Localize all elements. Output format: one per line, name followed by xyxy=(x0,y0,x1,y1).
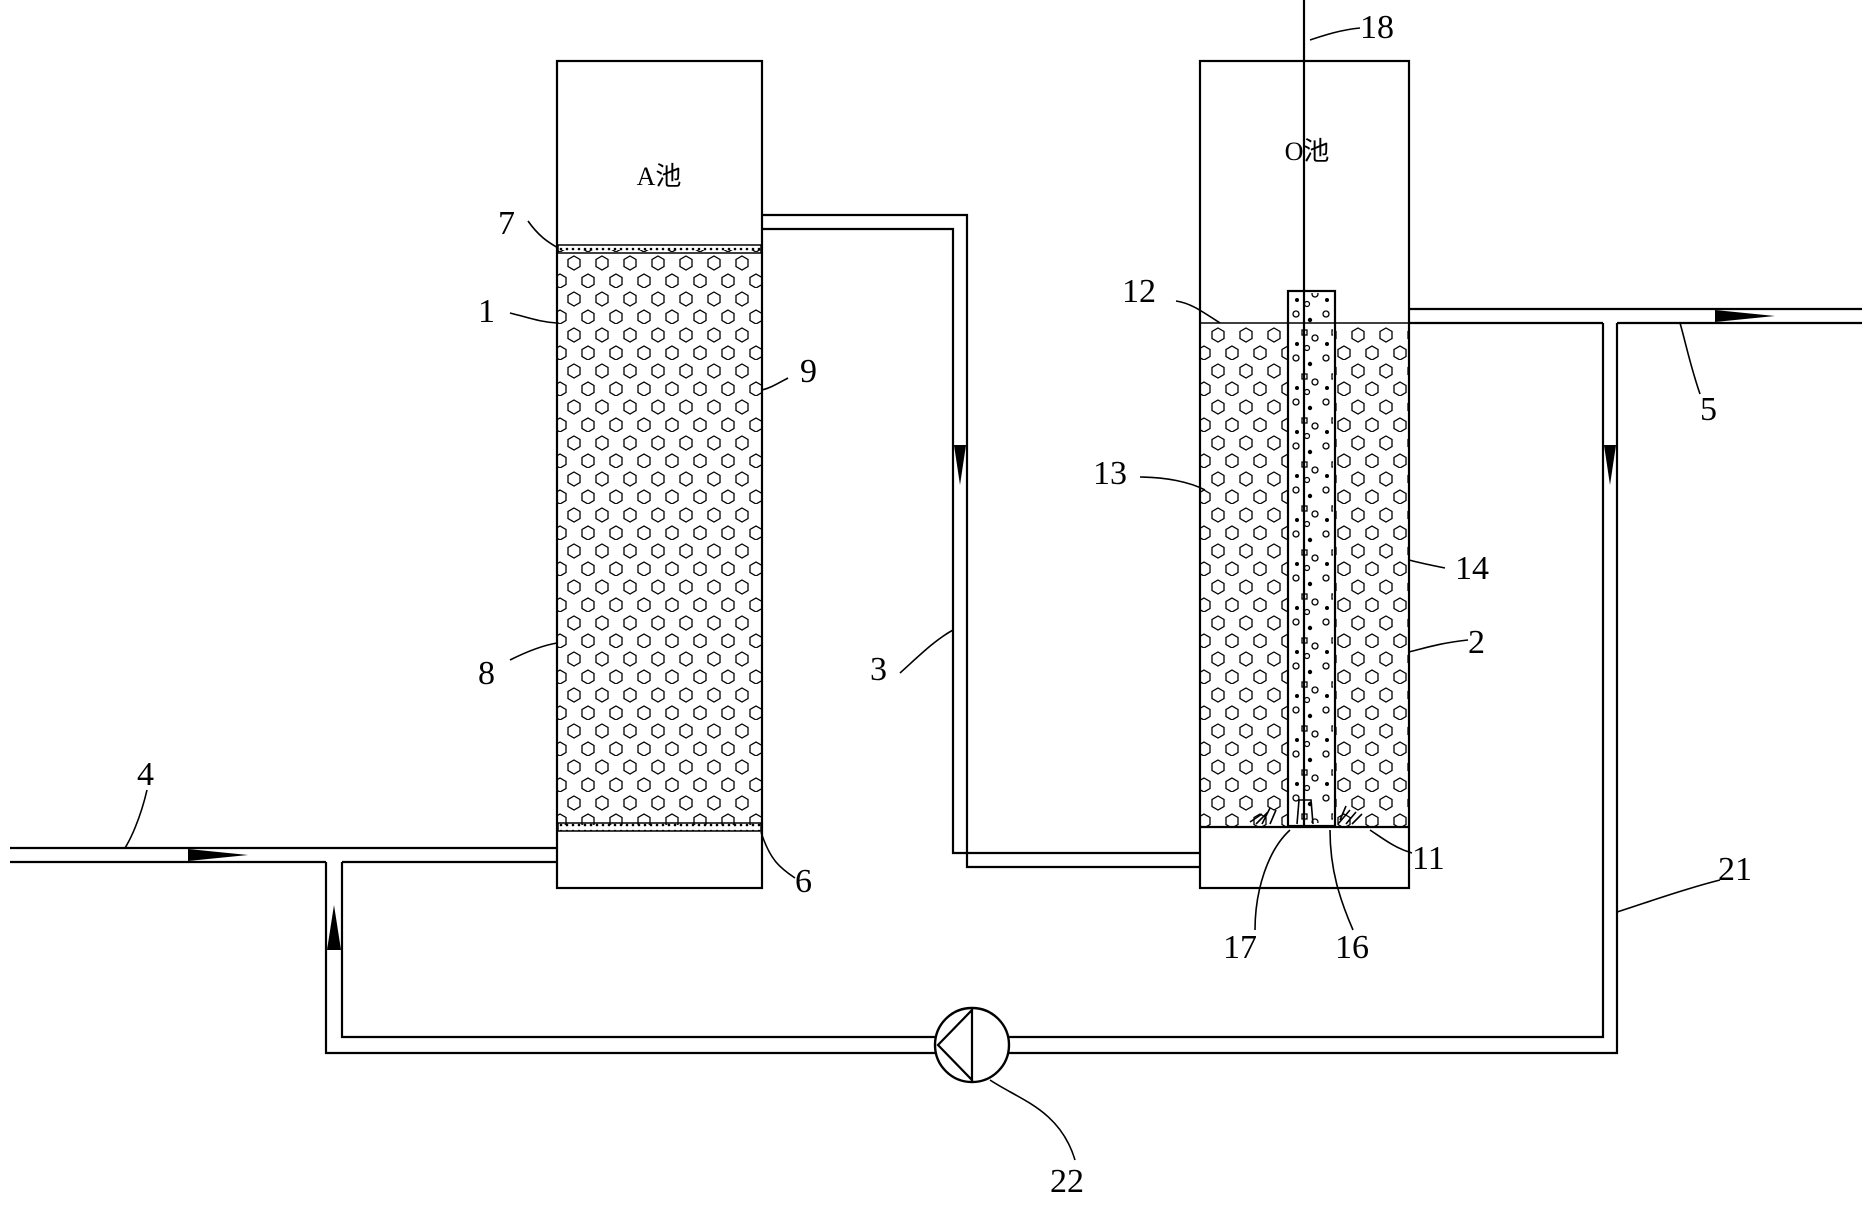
o-tank-label: O池 xyxy=(1285,137,1330,166)
aeration-bubbles xyxy=(1290,293,1333,823)
callout-2: 2 xyxy=(1468,624,1485,661)
callout-21: 21 xyxy=(1718,851,1752,888)
flow-arrow-recycle-up-icon xyxy=(327,905,341,950)
leader-lines xyxy=(124,27,1721,1161)
callout-17: 17 xyxy=(1223,929,1257,966)
flow-arrow-transfer-icon xyxy=(954,445,966,485)
callout-14: 14 xyxy=(1455,550,1489,587)
callout-13: 13 xyxy=(1093,455,1127,492)
flow-arrow-outlet-icon xyxy=(1715,310,1775,322)
callout-7: 7 xyxy=(498,205,515,242)
aeration-diffuser xyxy=(1249,799,1363,825)
callout-6: 6 xyxy=(795,863,812,900)
callout-5: 5 xyxy=(1700,391,1717,428)
outlet-pipe xyxy=(1409,307,1862,325)
a-tank: A池 xyxy=(555,59,764,890)
callout-4: 4 xyxy=(137,756,154,793)
callout-8: 8 xyxy=(478,655,495,692)
pump-direction-icon xyxy=(936,1007,974,1083)
o-tank-packing-left xyxy=(1201,326,1288,826)
piping xyxy=(10,213,1862,1084)
callout-1: 1 xyxy=(478,293,495,330)
callout-9: 9 xyxy=(800,353,817,390)
flow-arrows xyxy=(188,310,1775,950)
o-tank-packing-right xyxy=(1335,326,1408,826)
recycle-pipe xyxy=(324,323,1619,1055)
callout-18: 18 xyxy=(1360,9,1394,46)
callout-3: 3 xyxy=(870,651,887,688)
a-tank-bottom-distributor xyxy=(557,822,762,832)
a-tank-top-distributor xyxy=(557,244,762,254)
callout-11: 11 xyxy=(1412,840,1445,877)
o-tank: O池 xyxy=(1198,0,1411,890)
transfer-pipe xyxy=(762,213,1200,869)
flow-arrow-recycle-down-icon xyxy=(1604,445,1616,485)
callout-16: 16 xyxy=(1335,929,1369,966)
inlet-pipe xyxy=(10,846,557,864)
a-tank-label: A池 xyxy=(637,162,682,191)
a-tank-packing xyxy=(558,250,761,825)
flow-arrow-inlet-icon xyxy=(188,849,248,861)
a-tank-shell xyxy=(555,59,764,890)
callout-22: 22 xyxy=(1050,1163,1084,1200)
callout-12: 12 xyxy=(1122,273,1156,310)
callout-numbers: 1 2 3 4 5 6 7 8 9 11 12 13 14 16 17 18 2… xyxy=(137,9,1752,1200)
